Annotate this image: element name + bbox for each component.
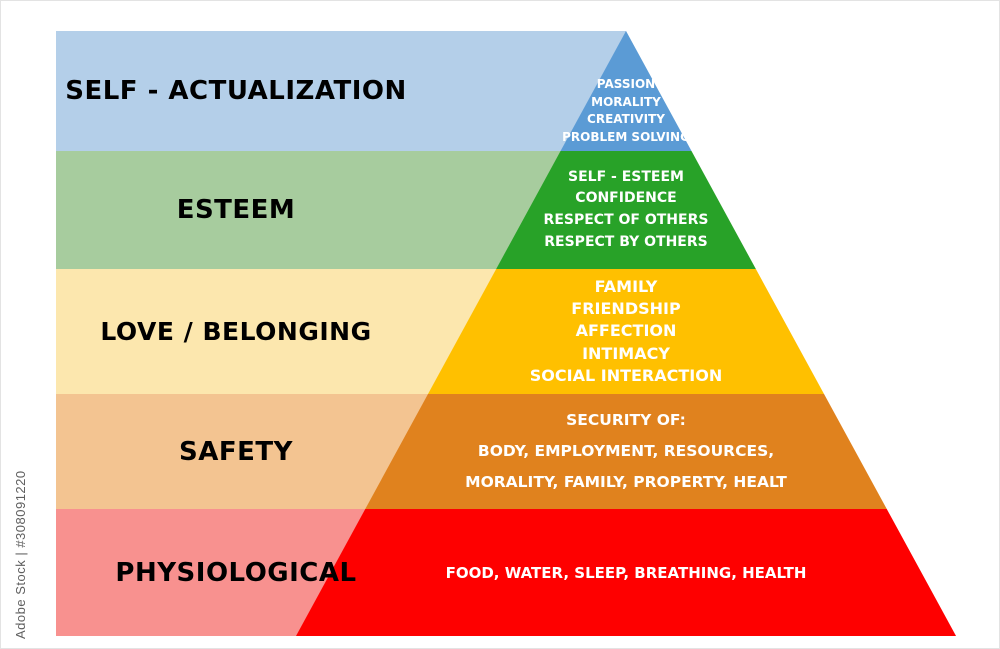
- pyramid-item: SOCIAL INTERACTION: [529, 366, 723, 386]
- pyramid-item: FAMILY: [594, 276, 658, 296]
- level-items-self-actualization: PASSION MORALITY CREATIVITY PROBLEM SOLV…: [562, 31, 690, 151]
- level-items-love-belonging: FAMILY FRIENDSHIP AFFECTION INTIMACY SOC…: [530, 269, 722, 394]
- level-label-love-belonging: LOVE / BELONGING: [100, 317, 372, 346]
- pyramid-item: FOOD, WATER, SLEEP, BREATHING, HEALTH: [445, 563, 807, 582]
- level-label-physiological: PHYSIOLOGICAL: [115, 557, 357, 588]
- pyramid-item: FRIENDSHIP: [571, 298, 681, 318]
- pyramid-item: CONFIDENCE: [575, 190, 677, 207]
- level-label-safety: SAFETY: [179, 436, 293, 467]
- pyramid-item: AFFECTION: [575, 321, 677, 341]
- pyramid-item: PROBLEM SOLVING: [562, 129, 690, 144]
- pyramid-item: BODY, EMPLOYMENT, RESOURCES,: [477, 442, 775, 460]
- pyramid-item: MORALITY: [591, 94, 661, 109]
- pyramid-item: RESPECT OF OTHERS: [543, 212, 709, 228]
- stock-watermark: Adobe Stock | #308091220: [13, 470, 28, 639]
- pyramid-item: MORALITY, FAMILY, PROPERTY, HEALT: [465, 473, 787, 491]
- pyramid-item: CREATIVITY: [587, 112, 665, 127]
- pyramid-item: PASSION: [596, 77, 656, 92]
- level-label-self-actualization: SELF - ACTUALIZATION: [65, 76, 407, 106]
- pyramid-item: INTIMACY: [582, 343, 670, 363]
- level-label-esteem: ESTEEM: [176, 195, 296, 225]
- pyramid-item: SECURITY OF:: [566, 411, 686, 429]
- level-items-esteem: SELF - ESTEEM CONFIDENCE RESPECT OF OTHE…: [544, 151, 709, 269]
- pyramid-item: RESPECT BY OTHERS: [544, 233, 708, 250]
- pyramid-item: SELF - ESTEEM: [568, 168, 684, 185]
- diagram-area: SELF - ACTUALIZATION ESTEEM LOVE / BELON…: [56, 31, 956, 636]
- level-items-physiological: FOOD, WATER, SLEEP, BREATHING, HEALTH: [446, 509, 807, 636]
- pyramid-level-physiological: [296, 509, 956, 636]
- level-items-safety: SECURITY OF: BODY, EMPLOYMENT, RESOURCES…: [465, 394, 787, 509]
